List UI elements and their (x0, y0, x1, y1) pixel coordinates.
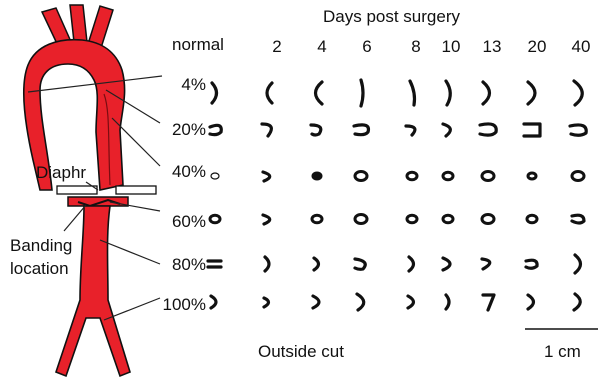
cross-section-r5-c7 (528, 295, 534, 309)
cross-section-r4-c7 (526, 260, 537, 268)
cross-section-r0-c3 (361, 80, 363, 106)
scale-label: 1 cm (544, 343, 581, 360)
left-carotid-branch (70, 5, 87, 42)
day-header-4: 4 (307, 38, 337, 55)
cross-section-r1-c8 (570, 125, 586, 135)
cross-section-r4-c8 (575, 255, 581, 273)
cross-section-r3-c8 (572, 215, 584, 223)
diaphragm-left (57, 186, 97, 194)
percent-label-4: 4% (160, 76, 206, 93)
cross-section-r1-c5 (443, 124, 450, 136)
cross-section-r4-c5 (443, 258, 450, 270)
cross-section-r3-c4 (407, 215, 417, 223)
cross-section-r4-c2 (314, 258, 319, 270)
cross-section-r4-c6 (482, 259, 490, 269)
leader-100pct (104, 298, 160, 320)
cross-section-r5-c4 (408, 296, 414, 308)
normal-label: normal (172, 36, 224, 53)
banding-label-line1: Banding (10, 237, 72, 254)
cross-section-grid (208, 80, 586, 310)
cross-section-r4-c4 (409, 257, 414, 271)
cross-section-r5-c3 (357, 294, 364, 310)
cross-section-r1-c6 (480, 124, 496, 135)
abdominal-aorta (56, 206, 130, 376)
day-header-13: 13 (477, 38, 507, 55)
leader-80pct (100, 240, 160, 264)
diaphragm-right (116, 186, 156, 194)
cross-section-r0-c0 (212, 83, 217, 103)
percent-label-20: 20% (160, 121, 206, 138)
cross-section-r0-c5 (446, 81, 450, 105)
cross-section-r5-c8 (574, 294, 580, 310)
percent-label-60: 60% (160, 213, 206, 230)
cross-section-r3-c1 (263, 215, 270, 224)
cross-section-r1-c7 (524, 124, 540, 136)
cross-section-r5-c0 (211, 296, 216, 308)
cross-section-r2-c1 (263, 172, 270, 181)
cross-section-r1-c2 (311, 125, 321, 135)
cross-section-r1-c3 (354, 125, 368, 135)
percent-label-40: 40% (160, 163, 206, 180)
day-header-40: 40 (566, 38, 596, 55)
cross-section-r3-c0 (210, 215, 220, 223)
percent-label-100: 100% (160, 296, 206, 313)
cross-section-r5-c5 (446, 295, 449, 309)
cross-section-r0-c4 (410, 81, 415, 105)
cross-section-r0-c7 (528, 82, 535, 104)
cross-section-r2-c6 (482, 172, 494, 181)
cross-section-r5-c2 (313, 296, 319, 308)
cross-section-r2-c5 (443, 172, 453, 180)
day-header-20: 20 (522, 38, 552, 55)
cross-section-r3-c3 (355, 215, 367, 224)
cross-section-r3-c2 (312, 215, 322, 223)
cross-section-r4-c0 (208, 261, 221, 267)
cross-section-r1-c1 (262, 124, 271, 136)
day-header-10: 10 (436, 38, 466, 55)
outside-cut-label: Outside cut (258, 343, 344, 360)
cross-section-r5-c6 (483, 295, 494, 310)
cross-section-r2-c4 (407, 172, 417, 180)
cross-section-r4-c1 (265, 257, 269, 271)
cross-section-r3-c6 (482, 215, 494, 224)
cross-section-r5-c1 (264, 298, 269, 307)
cross-section-r2-c0 (211, 173, 219, 179)
cross-section-r2-c8 (572, 172, 584, 181)
cross-section-r2-c2 (313, 173, 321, 179)
cross-section-r0-c6 (483, 82, 490, 104)
days-header: Days post surgery (323, 8, 460, 25)
banding-label-line2: location (10, 260, 69, 277)
day-header-6: 6 (352, 38, 382, 55)
cross-section-r2-c3 (355, 172, 367, 181)
cross-section-r0-c1 (267, 83, 272, 103)
diaphragm-label: Diaphr (36, 164, 86, 181)
cross-section-r1-c4 (406, 126, 415, 135)
cross-section-r4-c3 (355, 259, 365, 269)
percent-label-80: 80% (160, 256, 206, 273)
cross-section-r0-c2 (316, 82, 323, 104)
cross-section-r2-c7 (528, 173, 536, 179)
cross-section-r0-c8 (574, 81, 582, 105)
cross-section-r3-c7 (527, 215, 537, 223)
day-header-8: 8 (401, 38, 431, 55)
cross-section-r1-c0 (210, 125, 221, 134)
cross-section-r3-c5 (443, 215, 453, 223)
day-header-2: 2 (262, 38, 292, 55)
